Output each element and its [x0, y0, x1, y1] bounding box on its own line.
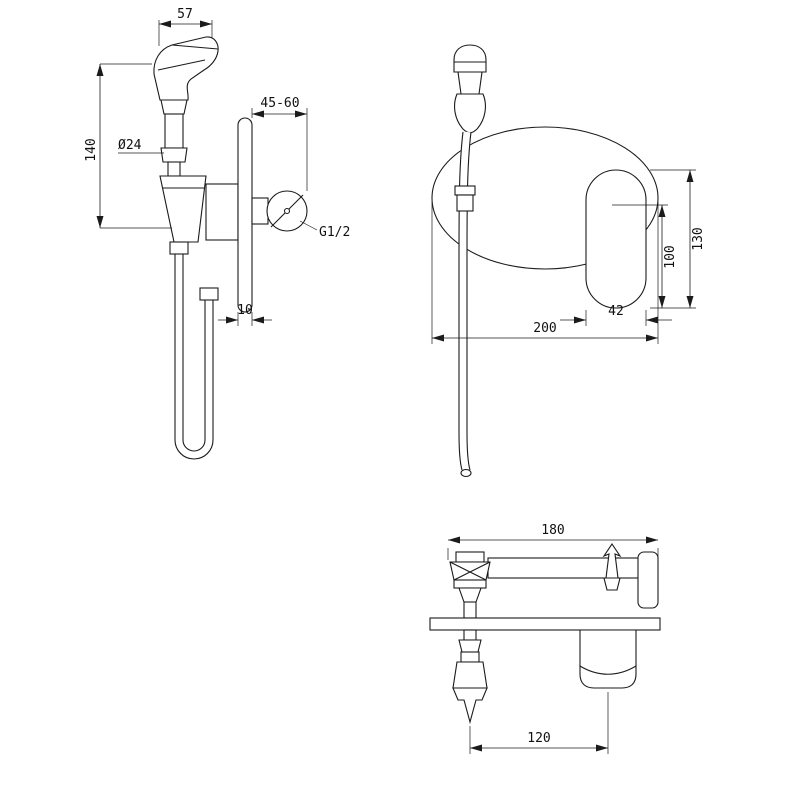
hose-front — [454, 131, 476, 478]
dim-label-57: 57 — [177, 7, 193, 22]
wall-plate-side — [237, 117, 253, 313]
dim-label-130: 130 — [691, 227, 706, 250]
sprayer-head-side — [153, 36, 219, 101]
dimension-sprayer-height: 140 — [84, 63, 172, 229]
dimension-diameter: Ø24 — [118, 138, 164, 154]
dim-label-120: 120 — [527, 731, 550, 746]
sprayer-front — [453, 44, 487, 134]
dim-label-d24: Ø24 — [118, 138, 142, 153]
dimension-handle-offset: 100 — [612, 204, 678, 308]
dimension-plate-width: 200 — [431, 202, 659, 344]
thread-callout: G1/2 — [299, 220, 350, 240]
dim-label-42: 42 — [608, 304, 624, 319]
holder-cup — [159, 175, 207, 243]
dimension-wall-depth: 45-60 — [251, 96, 308, 191]
dimension-hole-spacing: 120 — [469, 692, 609, 754]
front-view: 130 100 42 200 — [431, 44, 706, 478]
dimension-handle-height: 130 — [650, 169, 706, 309]
dim-label-10: 10 — [237, 303, 253, 318]
dim-label-100: 100 — [663, 245, 678, 268]
hose-side — [169, 241, 219, 460]
dim-label-200: 200 — [533, 321, 556, 336]
top-view: 180 — [429, 523, 661, 754]
dimension-head-width: 57 — [158, 7, 213, 46]
dim-label-180: 180 — [541, 523, 564, 538]
lever-top — [602, 543, 622, 591]
valve-body-side — [205, 183, 239, 241]
dim-label-45-60: 45-60 — [260, 96, 299, 111]
holder-top — [449, 551, 491, 619]
side-view: 57 140 Ø24 45-60 G1/2 — [84, 7, 350, 460]
dim-label-140: 140 — [84, 138, 99, 161]
sprayer-body-side — [160, 99, 188, 177]
handle-side — [251, 190, 308, 232]
dimension-plate-thickness: 10 — [218, 303, 272, 326]
dimension-handle-width: 42 — [560, 304, 672, 326]
wall-plate-edge — [429, 617, 661, 631]
handle-cylinder-top — [579, 629, 637, 689]
thread-label: G1/2 — [319, 225, 350, 240]
lever-handle-front — [585, 169, 647, 309]
valve-endcap-top — [637, 551, 659, 609]
sprayer-below-plate — [452, 629, 488, 725]
